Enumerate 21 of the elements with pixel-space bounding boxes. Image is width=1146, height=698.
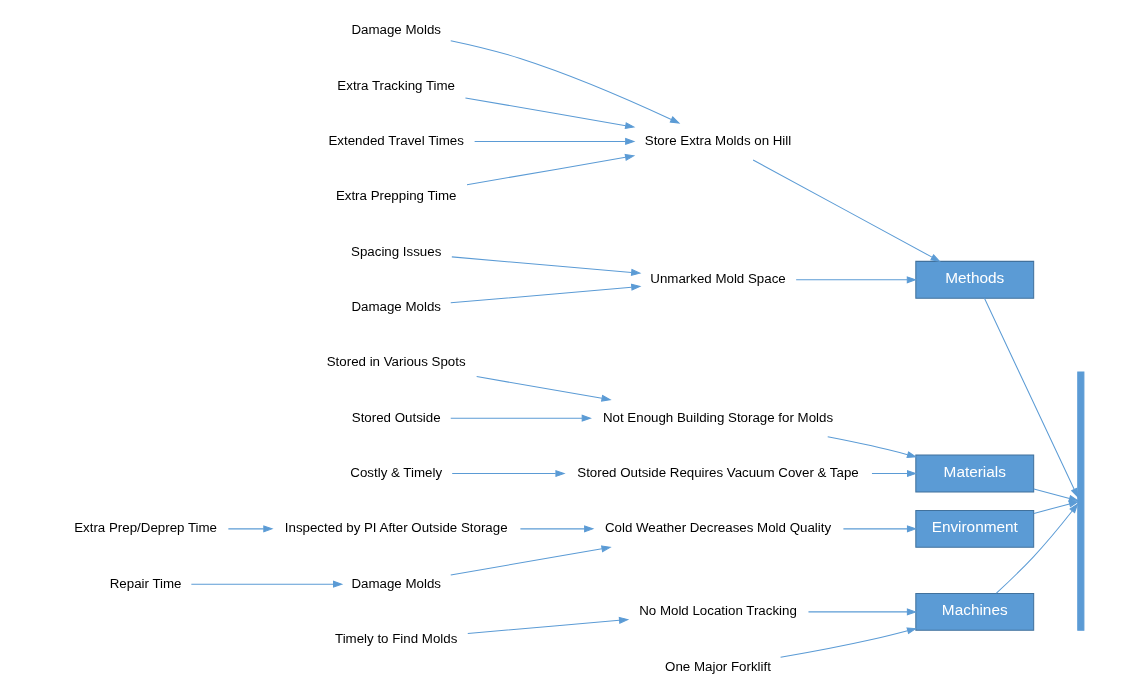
- node-text: Stored in Various Spots: [326, 354, 466, 370]
- node-text: Cold Weather Decreases Mold Quality: [604, 520, 831, 536]
- node-text: Spacing Issues: [350, 243, 441, 259]
- node-text: One Major Forklift: [664, 658, 771, 674]
- node-text: Repair Time: [109, 575, 181, 591]
- node-text: Damage Molds: [350, 298, 441, 314]
- node-text: Extra Tracking Time: [336, 77, 455, 93]
- node-text: Extra Prepping Time: [335, 188, 456, 204]
- node-text: Store Extra Molds on Hill: [644, 132, 791, 148]
- node-text: Stored Outside: [351, 409, 441, 425]
- node-text: Costly & Timely: [349, 465, 442, 481]
- node-text: Timely to Find Molds: [334, 631, 457, 647]
- node-text: Extra Prep/Deprep Time: [73, 520, 217, 536]
- node-text: Not Enough Building Storage for Molds: [602, 409, 833, 425]
- node-text: Stored Outside Requires Vacuum Cover & Tape: [576, 465, 859, 481]
- node-text: Extended Travel Times: [327, 132, 464, 148]
- node-text: Unmarked Mold Space: [649, 271, 786, 287]
- node-text: Damage Molds: [350, 575, 441, 591]
- node-text: No Mold Location Tracking: [638, 603, 797, 619]
- node-text: Damage Molds: [350, 22, 441, 38]
- node-text: Inspected by PI After Outside Storage: [284, 520, 508, 536]
